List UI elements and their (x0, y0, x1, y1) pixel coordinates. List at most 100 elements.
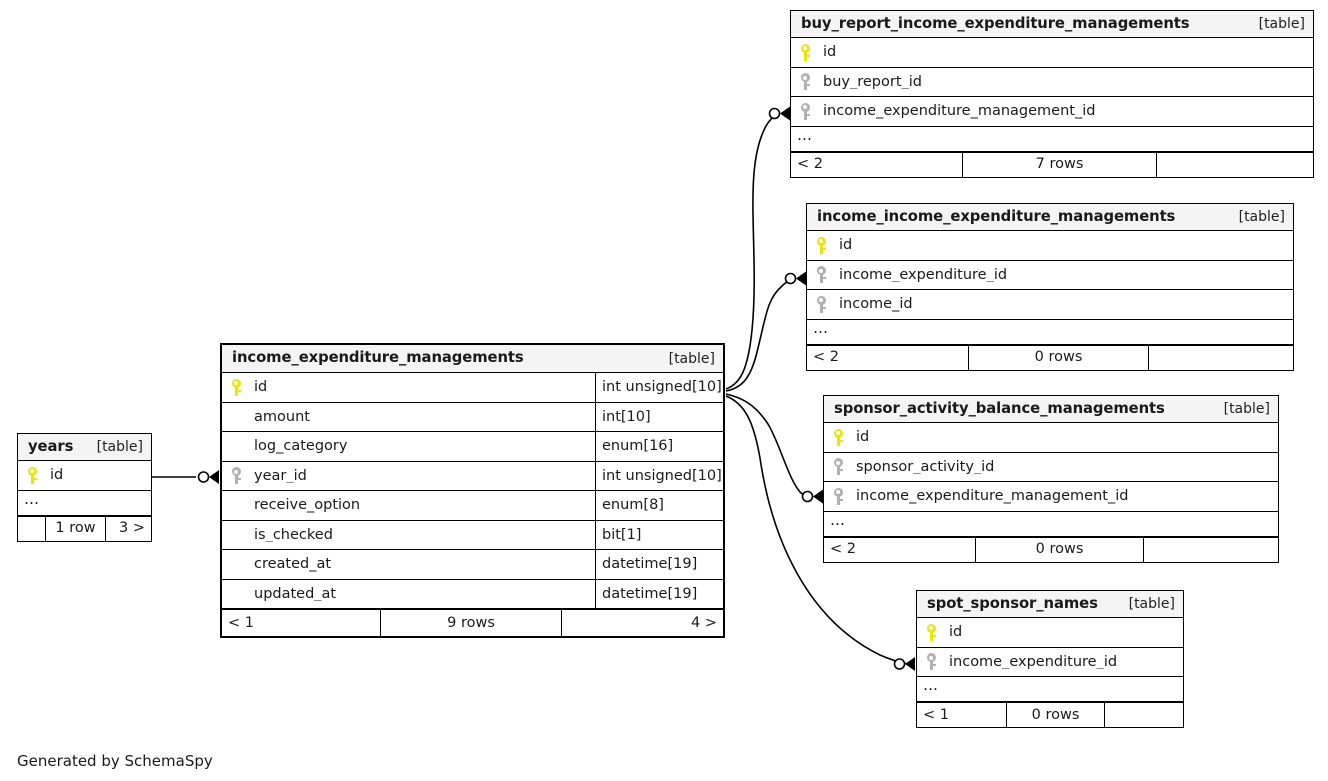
parent-count[interactable]: < 2 (807, 345, 969, 370)
child-count[interactable]: 4 > (691, 614, 717, 631)
column-key-spacer (222, 550, 250, 579)
primary-key-icon (824, 423, 852, 452)
table-row[interactable]: id (917, 618, 1183, 648)
table-income-expenditure-managements[interactable]: income_expenditure_managements [table] i… (220, 343, 725, 638)
table-header: income_expenditure_managements [table] (222, 345, 723, 373)
foreign-key-icon (824, 482, 852, 511)
table-spot-sponsor-names[interactable]: spot_sponsor_names [table] id income_exp… (916, 590, 1184, 728)
child-count[interactable] (1149, 346, 1293, 370)
table-income-income-expenditure-managements[interactable]: income_income_expenditure_managements [t… (806, 203, 1294, 371)
child-count[interactable]: 3 > (119, 520, 145, 537)
table-tag: [table] (1223, 401, 1270, 417)
column-key-spacer (222, 432, 250, 461)
table-tag: [table] (1238, 209, 1285, 225)
column-name: updated_at (254, 586, 337, 601)
more-columns-indicator: … (18, 491, 151, 516)
parent-count[interactable]: < 1 (222, 610, 381, 636)
column-name: amount (254, 409, 310, 424)
table-row[interactable]: id (807, 231, 1293, 261)
edge-main-to-sponsor-activity (725, 393, 807, 497)
column-type: int unsigned[10] (595, 373, 723, 402)
column-name: income_expenditure_id (839, 267, 1008, 282)
column-name: buy_report_id (823, 74, 922, 89)
column-name: created_at (254, 557, 332, 572)
parent-count[interactable]: < 2 (824, 537, 976, 562)
table-row[interactable]: sponsor_activity_id (824, 453, 1278, 482)
table-name: spot_sponsor_names (927, 594, 1098, 612)
table-row[interactable]: income_expenditure_id (917, 648, 1183, 677)
column-name: id (839, 238, 853, 253)
edge-main-to-buy-report (725, 113, 779, 390)
column-key-spacer (222, 521, 250, 550)
column-type: int[10] (595, 402, 723, 431)
column-name: id (50, 468, 64, 483)
column-type: bit[1] (595, 520, 723, 549)
table-row[interactable]: created_at datetime[19] (222, 550, 723, 580)
edge-main-to-income-income (725, 278, 794, 392)
ellipsis-label: … (797, 125, 813, 144)
column-type: int unsigned[10] (595, 461, 723, 490)
row-count: 1 row (46, 516, 106, 541)
child-count[interactable] (1144, 538, 1278, 562)
ellipsis-label: … (24, 489, 40, 508)
column-name: income_expenditure_management_id (823, 104, 1096, 119)
table-row[interactable]: id (18, 461, 151, 491)
table-row[interactable]: id (791, 38, 1313, 68)
more-columns-indicator: … (791, 127, 1313, 152)
foreign-key-icon (791, 68, 819, 97)
parent-count[interactable]: < 2 (791, 152, 963, 177)
table-row[interactable]: log_category enum[16] (222, 432, 723, 462)
table-row[interactable]: income_expenditure_id (807, 261, 1293, 290)
more-columns-indicator: … (807, 320, 1293, 345)
child-count[interactable] (1105, 703, 1183, 727)
table-footer: < 2 0 rows (824, 536, 1278, 562)
row-count: 0 rows (976, 537, 1144, 562)
table-row[interactable]: id (824, 423, 1278, 453)
table-row[interactable]: id int unsigned[10] (222, 373, 723, 403)
column-name: income_expenditure_id (949, 654, 1118, 669)
parent-count[interactable] (18, 516, 46, 541)
row-count: 0 rows (1007, 703, 1105, 727)
foreign-key-icon (807, 290, 835, 319)
table-sponsor-activity-balance-managements[interactable]: sponsor_activity_balance_managements [ta… (823, 395, 1279, 563)
column-type: datetime[19] (595, 579, 723, 608)
table-buy-report-income-expenditure-managements[interactable]: buy_report_income_expenditure_management… (790, 10, 1314, 178)
table-header: buy_report_income_expenditure_management… (791, 11, 1313, 38)
ellipsis-label: … (830, 510, 846, 529)
table-years[interactable]: years [table] id … 1 row 3 > (17, 433, 152, 542)
table-header: spot_sponsor_names [table] (917, 591, 1183, 618)
column-type: enum[16] (595, 432, 723, 461)
foreign-key-icon (807, 261, 835, 290)
column-name: year_id (254, 468, 307, 483)
more-columns-indicator: … (824, 512, 1278, 537)
column-name: id (949, 625, 963, 640)
table-header: income_income_expenditure_managements [t… (807, 204, 1293, 231)
table-row[interactable]: receive_option enum[8] (222, 491, 723, 521)
row-count: 0 rows (969, 345, 1149, 370)
table-row[interactable]: buy_report_id (791, 68, 1313, 97)
table-row[interactable]: is_checked bit[1] (222, 520, 723, 550)
table-row[interactable]: income_expenditure_management_id (791, 97, 1313, 127)
table-row[interactable]: updated_at datetime[19] (222, 579, 723, 609)
table-footer: < 1 0 rows (917, 702, 1183, 727)
foreign-key-icon (917, 648, 945, 677)
table-name: income_expenditure_managements (232, 349, 524, 367)
primary-key-icon (18, 461, 46, 490)
table-name: sponsor_activity_balance_managements (834, 399, 1165, 417)
table-row[interactable]: income_expenditure_management_id (824, 482, 1278, 512)
table-row[interactable]: year_id int unsigned[10] (222, 461, 723, 491)
table-name: years (28, 437, 74, 455)
primary-key-icon (791, 38, 819, 67)
column-type: datetime[19] (595, 550, 723, 579)
parent-count[interactable]: < 1 (917, 703, 1007, 727)
column-type: enum[8] (595, 491, 723, 520)
more-columns-indicator: … (917, 677, 1183, 702)
column-name: sponsor_activity_id (856, 459, 995, 474)
table-row[interactable]: income_id (807, 290, 1293, 320)
table-row[interactable]: amount int[10] (222, 402, 723, 432)
column-name: income_expenditure_management_id (856, 489, 1129, 504)
ellipsis-label: … (813, 318, 829, 337)
foreign-key-icon (791, 97, 819, 126)
column-name: log_category (254, 439, 348, 454)
child-count[interactable] (1157, 153, 1313, 177)
